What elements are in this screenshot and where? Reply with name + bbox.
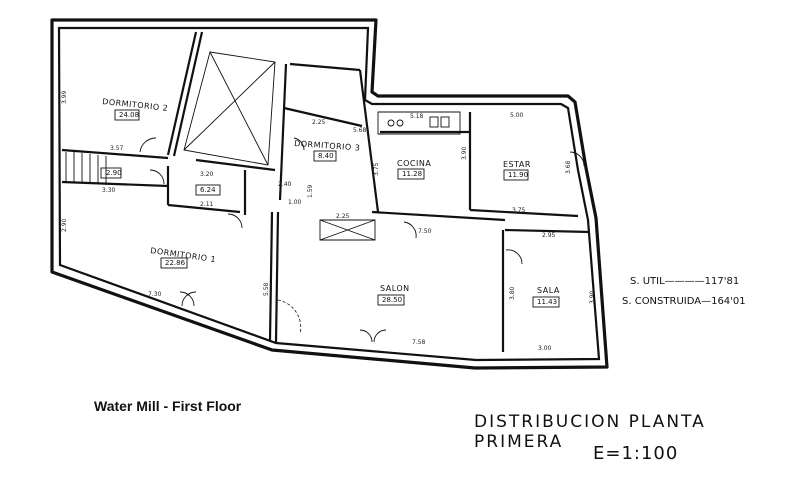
room-area: 11.43 bbox=[537, 298, 557, 306]
dimension: 2.90 bbox=[61, 218, 68, 232]
dimension: 2.25 bbox=[336, 213, 350, 220]
dimension: 7.30 bbox=[148, 291, 162, 298]
room-name: COCINA bbox=[397, 159, 431, 168]
room-area: 8.40 bbox=[318, 152, 334, 160]
dimension: 3.90 bbox=[461, 146, 468, 160]
dimension: 1.59 bbox=[307, 184, 314, 198]
dimension: 3.80 bbox=[509, 286, 516, 300]
room-labels: DORMITORIO 2 24.08 DORMITORIO 3 8.40 COC… bbox=[100, 97, 560, 308]
room-name: ESTAR bbox=[503, 160, 531, 169]
dimension: 3.68 bbox=[565, 160, 572, 174]
scale-label: E=1:100 bbox=[593, 443, 679, 464]
dimension: 5.18 bbox=[410, 113, 424, 120]
dimension: 3.00 bbox=[538, 345, 552, 352]
dimension: 5.58 bbox=[263, 282, 270, 296]
dimension: 7.50 bbox=[418, 228, 432, 235]
room-area: 24.08 bbox=[119, 111, 139, 119]
dimension: 7.58 bbox=[412, 339, 426, 346]
doors bbox=[139, 137, 585, 343]
dimension: 2.11 bbox=[200, 201, 214, 208]
dimension: 1.00 bbox=[288, 199, 302, 206]
plan-title: DISTRIBUCION PLANTA PRIMERA bbox=[474, 412, 706, 452]
dimension: 5.00 bbox=[510, 112, 524, 119]
surface-util-label: S. UTIL————117'81 bbox=[630, 276, 740, 287]
room-name: SALA bbox=[537, 286, 560, 295]
dimension: 3.75 bbox=[512, 207, 526, 214]
dimension: 5.68 bbox=[353, 127, 367, 134]
caption: Water Mill - First Floor bbox=[94, 398, 242, 414]
room-area: 11.28 bbox=[402, 170, 422, 178]
dimension: 3.99 bbox=[61, 90, 68, 104]
dimension: 3.20 bbox=[200, 171, 214, 178]
dimension: 3.57 bbox=[110, 145, 124, 152]
dimension: 2.25 bbox=[312, 119, 326, 126]
dimension-labels: 3.99 3.57 3.30 3.20 2.11 2.90 7.30 5.58 … bbox=[61, 90, 596, 352]
room-area: 6.24 bbox=[200, 186, 216, 194]
room-name: SALON bbox=[380, 284, 410, 293]
interior-walls bbox=[61, 31, 591, 352]
surface-construida-label: S. CONSTRUIDA—164'01 bbox=[622, 296, 746, 307]
room-area: 22.86 bbox=[165, 259, 186, 267]
room-area: 11.90 bbox=[508, 171, 528, 179]
dimension: 3.90 bbox=[589, 290, 596, 304]
room-area: 28.50 bbox=[382, 296, 402, 304]
outer-walls bbox=[50, 18, 609, 370]
dimension: 3.30 bbox=[102, 187, 116, 194]
dimension: 2.95 bbox=[542, 232, 556, 239]
dimension: 2.40 bbox=[278, 181, 292, 188]
room-area: 2.90 bbox=[106, 169, 122, 177]
dimension: 3.75 bbox=[373, 162, 380, 176]
